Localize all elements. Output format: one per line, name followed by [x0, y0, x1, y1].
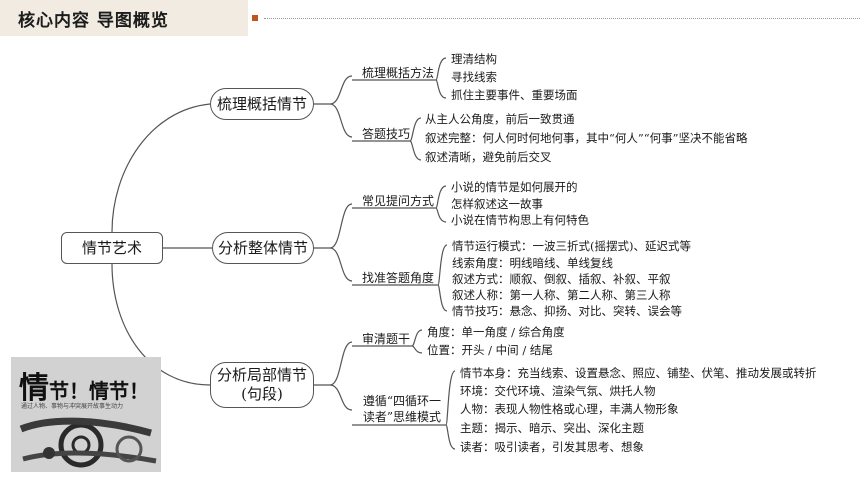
leaf-2-2-5: 情节技巧：悬念、抑扬、对比、突转、误会等: [452, 304, 682, 318]
leaf-1-1-3: 抓住主要事件、重要场面: [451, 88, 578, 102]
sub-label-3-2-line2: 读者”思维模式: [362, 410, 442, 424]
branch-label-3: 分析局部情节: [216, 366, 307, 384]
leaf-3-2-3: 人物：表现人物性格或心理，丰满人物形象: [460, 402, 679, 416]
sub-label-2-2: 找准答题角度: [362, 271, 435, 285]
leaf-3-1-1: 角度：单一角度 / 综合角度: [427, 325, 565, 339]
branch-label-3-line2: (句段): [241, 385, 283, 403]
sub-label-2-1: 常见提问方式: [362, 194, 435, 208]
cover-subtitle: 通过人物、事物与冲突展开故事生动力: [21, 403, 124, 410]
branch-label-1: 梳理概括情节: [216, 94, 307, 113]
sub-label-3-1: 审清题干: [362, 332, 411, 346]
leaf-2-2-1: 情节运行模式：一波三折式(摇摆式)、延迟式等: [452, 239, 691, 253]
bracket-b3: [314, 341, 353, 411]
page-title: 核心内容 导图概览: [18, 10, 169, 31]
header-divider: [264, 18, 860, 19]
brace-4: [437, 244, 448, 312]
connector-root-b1: [111, 103, 211, 233]
film-reel-graphic: [11, 357, 161, 472]
brace-1: [435, 57, 447, 99]
cover-title-rest: 节！情节！: [49, 379, 149, 403]
bracket-b2: [314, 203, 353, 282]
branch-node-3: 分析局部情节 (句段): [210, 362, 314, 408]
leaf-3-1-2: 位置：开头 / 中间 / 结尾: [427, 343, 553, 357]
book-cover-image: 情节！情节！ 通过人物、事物与冲突展开故事生动力: [11, 357, 161, 472]
brace-6: [445, 370, 456, 450]
brace-2: [409, 117, 422, 161]
leaf-3-2-4: 主题：揭示、暗示、突出、深化主题: [460, 421, 644, 435]
sub-label-1-1: 梳理概括方法: [362, 66, 435, 80]
leaf-2-1-1: 小说的情节是如何展开的: [451, 180, 578, 194]
leaf-3-2-1: 情节本身：充当线索、设置悬念、照应、铺垫、伏笔、推动发展或转折: [460, 366, 817, 380]
root-label: 情节艺术: [81, 238, 142, 257]
root-node: 情节艺术: [61, 232, 163, 264]
branch-node-2: 分析整体情节: [212, 232, 314, 264]
sub-label-1-2: 答题技巧: [362, 127, 411, 141]
leaf-2-2-2: 线索角度：明线暗线、单线复线: [452, 256, 613, 270]
leaf-2-2-3: 叙述方式：顺叙、倒叙、插叙、补叙、平叙: [452, 272, 671, 286]
leaf-3-2-5: 读者：吸引读者，引发其思考、想象: [460, 440, 644, 454]
accent-square: [252, 15, 258, 21]
leaf-1-1-2: 寻找线索: [451, 70, 497, 84]
branch-node-1: 梳理概括情节: [210, 88, 314, 120]
sub-label-3-2-line1: 遵循“四循环一: [362, 394, 442, 408]
leaf-1-2-1: 从主人公角度，前后一致贯通: [425, 112, 575, 126]
bracket-b1: [314, 75, 353, 138]
cover-title: 情节！情节！: [19, 363, 149, 407]
sub-label-3-2: 遵循“四循环一 读者”思维模式: [356, 393, 448, 425]
brace-5: [411, 329, 423, 354]
header-bar: 核心内容 导图概览: [0, 0, 248, 36]
leaf-1-1-1: 理清结构: [451, 52, 497, 66]
branch-label-2: 分析整体情节: [217, 238, 308, 257]
leaf-3-2-2: 环境：交代环境、渲染气氛、烘托人物: [460, 384, 656, 398]
leaf-2-1-3: 小说在情节构思上有何特色: [451, 213, 589, 227]
leaf-1-2-3: 叙述清晰，避免前后交叉: [425, 150, 552, 164]
leaf-2-2-4: 叙述人称：第一人称、第二人称、第三人称: [452, 288, 671, 302]
connector-root-b3: [111, 263, 211, 386]
brace-3: [435, 185, 447, 223]
cover-title-big: 情: [19, 371, 49, 406]
leaf-2-1-2: 怎样叙述这一故事: [451, 197, 543, 211]
leaf-1-2-2: 叙述完整：何人何时何地何事，其中“何人”“何事”坚决不能省略: [425, 131, 748, 145]
